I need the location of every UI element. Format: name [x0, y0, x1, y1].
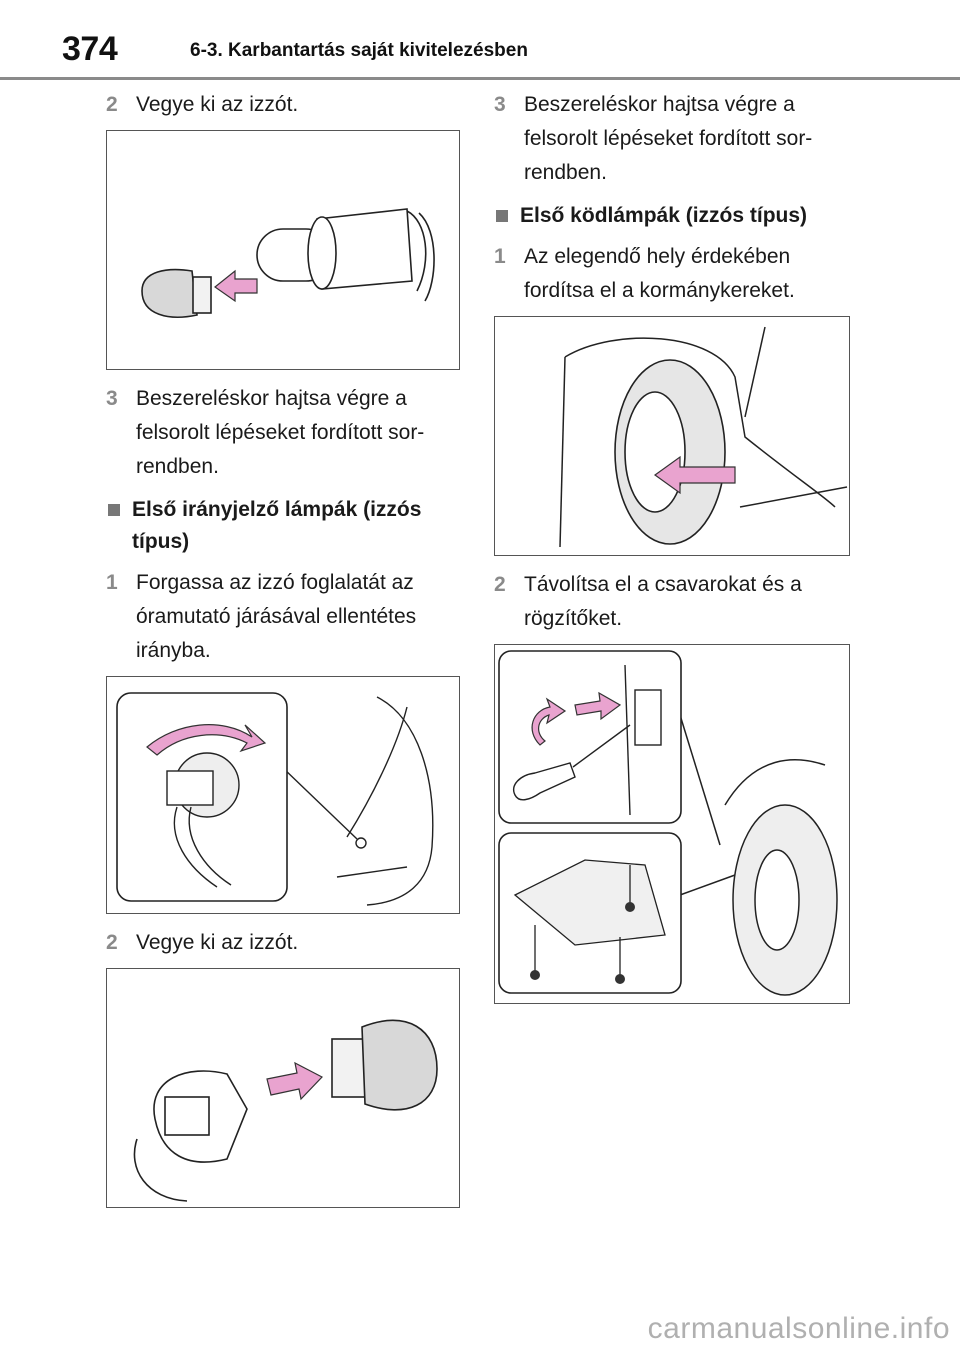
- remove-screws-illustration: [498, 650, 838, 996]
- turn-wheel-illustration: [559, 326, 848, 548]
- bulb-base: [331, 1038, 367, 1098]
- callout-line: [281, 766, 358, 840]
- step-number: 3: [494, 93, 506, 116]
- step-text: Forgassa az izzó foglalatát az óramutató…: [136, 571, 417, 662]
- right-column: 3 Beszereléskor hajtsa végre a felsorolt…: [494, 88, 854, 1016]
- page-number: 374: [62, 30, 118, 68]
- panel-edge: [624, 664, 631, 816]
- section-square-icon: [496, 210, 508, 222]
- rotate-arrow-icon: [531, 697, 567, 746]
- fender-line: [724, 759, 826, 806]
- step-remove-screws: 2 Távolítsa el a csavarokat és a rögzítő…: [494, 568, 854, 636]
- underbody-cover: [513, 859, 666, 946]
- headlight-edge: [346, 706, 408, 838]
- subhead-text: Első irányjelző lámpák (izzós típus): [132, 498, 422, 553]
- left-column: 2 Vegye ki az izzót. 3 Beszereléskor haj…: [106, 88, 466, 1220]
- step-remove-bulb: 2 Vegye ki az izzót.: [106, 88, 466, 122]
- bumper-line: [336, 866, 408, 878]
- pull-arrow-icon: [266, 1061, 323, 1101]
- push-arrow-icon: [574, 691, 622, 721]
- screwdriver-shaft: [572, 724, 631, 768]
- step-text: Vegye ki az izzót.: [136, 93, 299, 116]
- clip-tab: [634, 689, 662, 746]
- step-number: 2: [106, 93, 118, 116]
- figure-rotate-socket: [106, 676, 460, 914]
- connector-wire-2: [188, 806, 232, 886]
- bulb-removal-illustration: [141, 208, 435, 318]
- bumper-edge: [559, 356, 566, 548]
- screwdriver-handle: [513, 762, 576, 801]
- direction-arrow-icon: [653, 455, 736, 495]
- watermark: carmanualsonline.info: [647, 1312, 950, 1345]
- socket-ring: [307, 216, 337, 290]
- figure-turn-wheel: [494, 316, 850, 556]
- subhead-fog-lamp: Első ködlámpák (izzós típus): [494, 200, 854, 232]
- step-text: Vegye ki az izzót.: [136, 931, 299, 954]
- step-rotate-socket: 1 Forgassa az izzó foglalatát az óramuta…: [106, 566, 466, 668]
- rotate-socket-illustration: [116, 692, 434, 906]
- step-reinstall: 3 Beszereléskor hajtsa végre a felsorolt…: [106, 382, 466, 484]
- bolt-icon: [530, 970, 540, 980]
- step-text: Beszereléskor hajtsa végre a felsorolt l…: [524, 93, 813, 184]
- step-text: Távolítsa el a csavarokat és a rögzítőke…: [524, 573, 802, 630]
- callout-line-2: [679, 874, 736, 896]
- section-square-icon: [108, 504, 120, 516]
- subhead-text: Első ködlámpák (izzós típus): [520, 204, 808, 227]
- pull-arrow-icon: [213, 269, 258, 303]
- step-number: 1: [106, 571, 118, 594]
- bulb-glass: [361, 1019, 438, 1111]
- rotate-arrow-icon: [146, 724, 267, 756]
- step-reinstall-fog: 3 Beszereléskor hajtsa végre a felsorolt…: [494, 88, 854, 190]
- socket-connector: [164, 1096, 210, 1136]
- callout-line: [679, 714, 721, 846]
- socket-location: [355, 837, 367, 849]
- subhead-turn-signal: Első irányjelző lámpák (izzós típus): [106, 494, 466, 558]
- figure-remove-screws: [494, 644, 850, 1004]
- wheel-rim: [754, 849, 800, 951]
- socket-wire: [406, 210, 427, 292]
- step-remove-bulb-2: 2 Vegye ki az izzót.: [106, 926, 466, 960]
- connector: [166, 770, 214, 806]
- headlight-outline: [366, 696, 434, 906]
- step-number: 3: [106, 387, 118, 410]
- bulb-base: [192, 276, 212, 314]
- hood-line: [744, 326, 766, 418]
- bulb-glass: [141, 268, 198, 318]
- body-line: [739, 486, 848, 508]
- step-number: 2: [494, 573, 506, 596]
- figure-bulb-removal: [106, 130, 460, 370]
- header-rule: [0, 77, 960, 80]
- step-turn-wheel: 1 Az elegendő hely érdekében fordítsa el…: [494, 240, 854, 308]
- page-header: 374 6-3. Karbantartás saját kivitelezésb…: [0, 0, 960, 80]
- step-number: 2: [106, 931, 118, 954]
- wheel-rim: [624, 391, 686, 513]
- bolt-icon: [625, 902, 635, 912]
- socket-wire: [133, 1138, 188, 1202]
- fender-line: [564, 337, 836, 508]
- step-text: Az elegendő hely érdekében fordítsa el a…: [524, 245, 795, 302]
- bulb-removal-2-illustration: [133, 1019, 438, 1202]
- step-number: 1: [494, 245, 506, 268]
- section-title: 6-3. Karbantartás saját kivitelezésben: [190, 40, 528, 61]
- socket-wire-2: [418, 212, 435, 302]
- step-text: Beszereléskor hajtsa végre a felsorolt l…: [136, 387, 425, 478]
- figure-bulb-removal-2: [106, 968, 460, 1208]
- bolt-icon: [615, 974, 625, 984]
- connector-wire: [173, 806, 218, 888]
